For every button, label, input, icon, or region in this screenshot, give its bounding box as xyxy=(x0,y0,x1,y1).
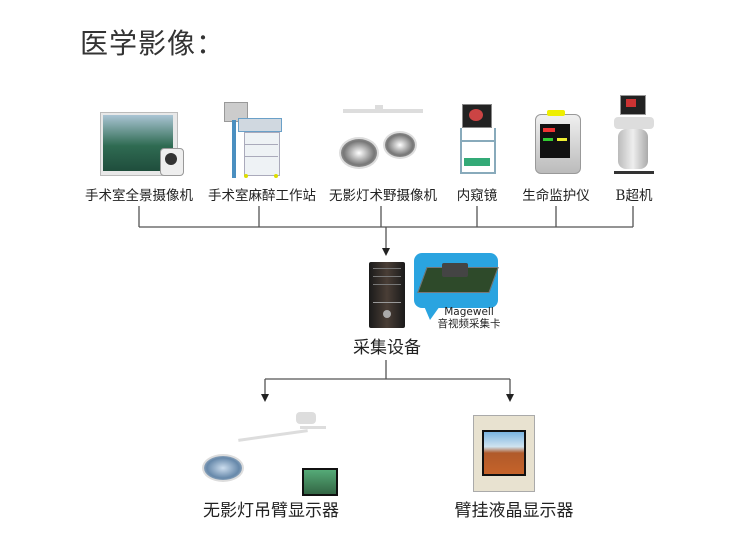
capture-card-brand: Magewell xyxy=(444,306,494,318)
surgical-light-arm-display-icon xyxy=(198,408,348,496)
pc-tower-icon xyxy=(369,262,405,328)
output-label-2: 臂挂液晶显示器 xyxy=(454,501,574,521)
anesthesia-workstation-icon xyxy=(220,100,290,180)
capture-card-bubble xyxy=(414,253,499,308)
source-label-6: B超机 xyxy=(615,188,653,204)
capture-card-label: 音视频采集卡 xyxy=(437,318,501,330)
capture-label: 采集设备 xyxy=(353,338,421,358)
source-label-3: 无影灯术野摄像机 xyxy=(329,188,437,204)
source-label-2: 手术室麻醉工作站 xyxy=(208,188,316,204)
arrow-down-icon xyxy=(506,394,514,402)
source-label-1: 手术室全景摄像机 xyxy=(85,188,193,204)
endoscope-icon xyxy=(458,100,498,180)
page-title: 医学影像： xyxy=(80,27,226,60)
arrow-down-icon xyxy=(382,248,390,256)
surgical-light-camera-icon xyxy=(335,105,425,175)
output-label-1: 无影灯吊臂显示器 xyxy=(203,501,339,521)
patient-monitor-icon xyxy=(535,110,581,174)
capture-card-text: Magewell 音视频采集卡 xyxy=(432,306,506,330)
wall-lcd-display-icon xyxy=(473,415,535,492)
arrow-down-icon xyxy=(261,394,269,402)
source-label-4: 内窥镜 xyxy=(456,188,498,204)
bubble-tail xyxy=(424,306,440,320)
source-label-5: 生命监护仪 xyxy=(522,188,590,204)
ultrasound-machine-icon xyxy=(612,95,658,181)
or-panoramic-camera-icon xyxy=(100,112,184,178)
